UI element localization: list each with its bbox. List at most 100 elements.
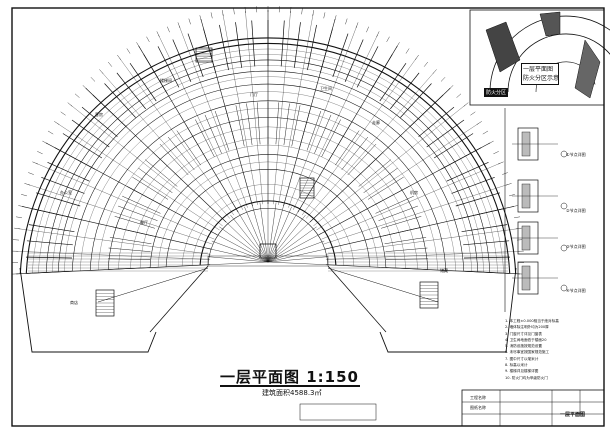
dimension-tick [18,205,25,207]
dimension-tick [210,12,213,19]
room-partition [111,226,153,237]
room-partition [62,133,103,159]
room-partition [341,136,369,170]
room-partition [116,72,146,110]
radial-axis [313,104,466,227]
dimension-tick [493,151,499,155]
radial-axis [306,72,435,219]
radial-axis [325,228,518,255]
room-partition [144,159,178,187]
note-line: 8. 标高以米计 [505,363,528,368]
room-partition [54,147,96,170]
wing-diagonal [149,265,209,333]
inset-zone-c [574,39,601,99]
center-ray [208,261,269,265]
dimension-tick [90,77,96,82]
room-partition [378,205,418,221]
dimension-tick [396,42,400,48]
room-partition [176,130,201,166]
sheet-frame [11,7,605,427]
room-partition [390,72,420,110]
center-ray [267,210,299,263]
dimension-tick [37,151,43,155]
room-label: 卫生间 [320,86,332,91]
dimension-tick [440,77,446,82]
center-ray [251,204,269,263]
room-partition [446,161,489,182]
dimension-tick [301,8,303,15]
room-partition [455,192,501,207]
note-line: 9. 楼梯详见楼梯详图 [505,369,539,374]
center-ray [237,210,269,263]
center-ray [267,256,328,263]
room-partition [256,102,261,145]
room-partition [385,267,428,270]
center-ray [208,256,269,263]
room-partition [47,161,90,182]
center-ray [267,240,325,263]
room-partition [138,167,173,193]
room-partition [328,124,351,161]
center-ray [209,248,269,263]
dimension-tick [476,121,482,125]
room-partition [461,224,508,233]
inset-title-line1: 一层平面图 [523,66,554,73]
room-partition [31,208,77,220]
plan-title: 一层平面图 1:150 [220,368,359,386]
title-block [299,389,605,427]
room-partition [235,105,245,147]
dimension-tick [136,42,140,48]
center-ray [267,233,321,263]
detail-bubble [560,202,568,210]
core-room [259,243,277,259]
dimension-tick [376,31,380,37]
room-partition [203,28,217,74]
room-partition [293,22,301,68]
dimension-tick [505,183,512,186]
room-partition [379,63,407,102]
inset-caption-box [521,63,559,85]
detail-label-1: ①节点详图 [566,152,586,157]
room-partition [108,267,151,270]
dimension-tick [244,6,246,14]
inset-title-line2: 防火分区示意 [523,75,560,82]
room-partition [299,107,311,149]
room-partition [275,102,280,145]
room-partition [41,176,85,194]
room-partition [321,119,341,158]
dimension-tick [323,12,326,19]
room-partition [358,159,392,187]
detail-strip [504,108,568,312]
dimension-tick [167,26,170,33]
dimension-tick [448,85,454,90]
room-partition [107,258,151,260]
note-line: 4. 卫生间地面低于楼面20 [505,337,547,342]
room-partition [418,106,455,137]
room-partition [459,208,505,220]
room-partition [368,54,393,94]
inset-zone-a [485,21,521,73]
detail-bubble [560,150,568,158]
room-partition [381,216,422,229]
radial-axis [293,34,378,210]
dimension-tick [432,69,437,75]
room-partition [409,94,444,127]
east-wing-wall [379,267,517,353]
notes-list: 1. 本工程±0.000相当于绝对标高 2. 墙体除注明外均为200厚 3. 门… [505,318,603,381]
room-partition [375,195,414,214]
tb-drawing-name: 一层平面图 [560,412,586,418]
room-partition [307,24,317,71]
center-ray [267,248,327,263]
note-line: 5. 消防设施按规范设置 [505,344,542,349]
room-partition [367,176,404,200]
room-partition [157,46,180,88]
room-partition [104,83,136,118]
room-partition [71,119,110,148]
dimension-tick [28,172,34,175]
room-label: 商店 [70,300,78,305]
room-label: 走廊 [372,120,380,125]
dimension-tick [126,48,131,54]
dimension-tick [21,194,27,197]
radial-axis [101,72,230,219]
